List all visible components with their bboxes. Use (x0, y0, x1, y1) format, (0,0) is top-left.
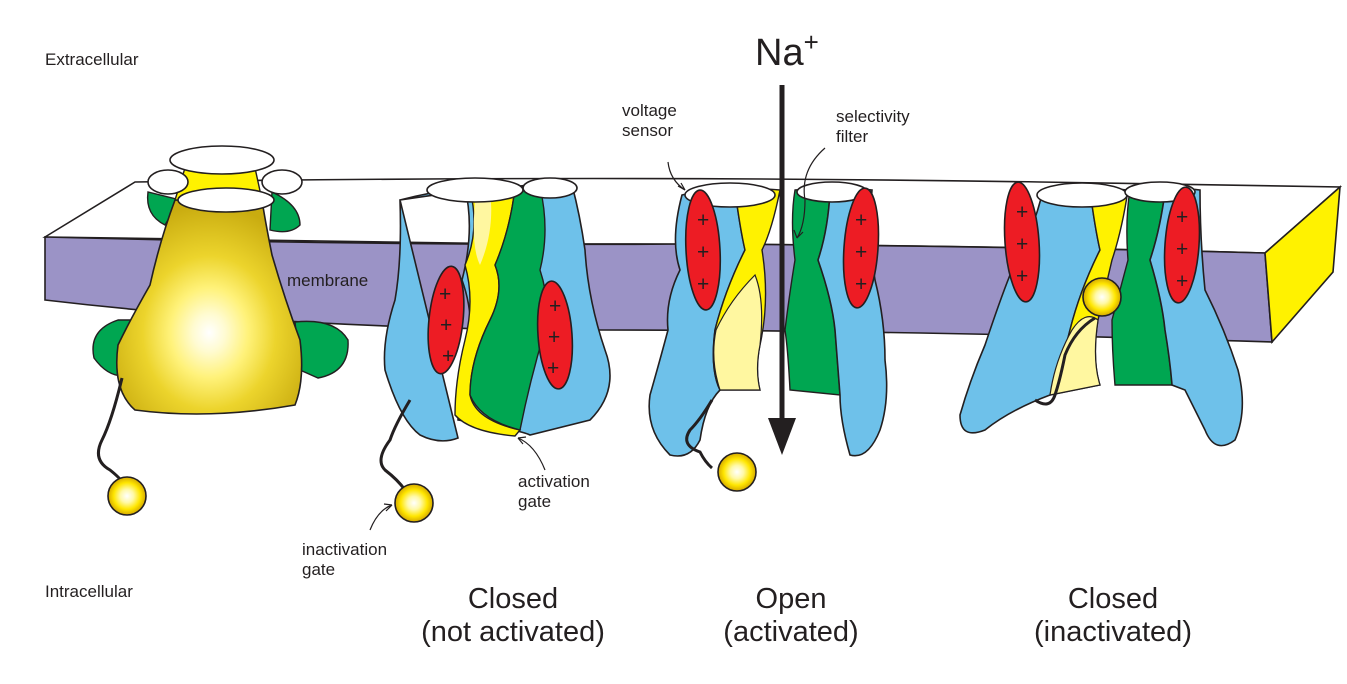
callout-line: selectivity (836, 107, 910, 126)
callout-line: inactivation (302, 540, 388, 559)
charge-plus: + (1016, 265, 1029, 288)
activation-gate-callout: activation gate (518, 472, 590, 511)
charge-plus: + (549, 295, 562, 318)
callout-line: voltage (622, 101, 677, 120)
pointer-selectivity-filter (796, 147, 826, 239)
yellow-subunit-light (473, 190, 492, 265)
charge-plus: + (547, 357, 560, 380)
sodium-flow-arrow (768, 85, 796, 455)
callout-line: gate (302, 559, 336, 579)
inactivation-tether (96, 377, 124, 483)
green-subunit (469, 185, 548, 431)
callout-line: sensor (622, 120, 674, 140)
selectivity-filter-callout: selectivity filter (836, 107, 910, 146)
voltage-sensor-c3-left (684, 189, 722, 311)
charge-plus: + (1016, 201, 1029, 224)
inactivation-ball (107, 476, 147, 516)
cap (426, 177, 524, 203)
voltage-sensors (427, 181, 1201, 390)
pointer-activation-gate (517, 437, 546, 471)
inactivation-gate-callout: inactivation gate (302, 540, 387, 579)
extracellular-label: Extracellular (45, 50, 139, 69)
charge-plus: + (1016, 233, 1029, 256)
state-subtitle: (not activated) (421, 616, 605, 649)
callout-line: activation (518, 472, 590, 491)
inactivation-ball (394, 483, 434, 523)
voltage-sensor-c2-right (536, 280, 574, 390)
state-subtitle: (activated) (723, 616, 859, 649)
charge-plus: + (548, 326, 561, 349)
membrane-label: membrane (287, 271, 369, 290)
charge-plus: + (697, 273, 710, 296)
charge-plus: + (439, 283, 452, 306)
voltage-sensor-callout: voltage sensor (622, 101, 677, 140)
cap-back (169, 145, 275, 175)
cap-front (177, 187, 275, 213)
cap-right (261, 169, 303, 195)
intracellular-label: Intracellular (45, 582, 133, 601)
charge-plus: + (442, 345, 455, 368)
tether (379, 399, 412, 491)
channel-overview (92, 145, 349, 516)
state-subtitle: (inactivated) (1034, 616, 1192, 649)
inactivation-ball-plugging-pore (1082, 277, 1122, 317)
charge-plus: + (697, 241, 710, 264)
cap-right (522, 177, 578, 199)
voltage-sensor-c4-right (1163, 186, 1201, 304)
tether (1034, 316, 1096, 406)
charge-plus: + (440, 314, 453, 337)
charge-plus: + (1176, 238, 1189, 261)
yellow-subunit-light (1049, 316, 1101, 396)
callout-line: filter (836, 126, 869, 146)
green-subunit-top-right (269, 190, 301, 233)
sodium-ion-label: Na+ (755, 27, 819, 76)
charge-plus: + (855, 209, 868, 232)
state-title: Closed (467, 583, 559, 615)
tether (685, 399, 714, 470)
state-title: Open (755, 583, 827, 615)
green-subunit-top-left (146, 191, 182, 226)
state-title: Closed (1067, 583, 1159, 615)
callout-line: gate (518, 491, 552, 511)
callout-pointers (369, 147, 826, 531)
voltage-sensor-c3-right (842, 187, 880, 309)
channel-body (115, 199, 303, 415)
cap-left (1036, 182, 1128, 208)
voltage-sensor-c4-left (1003, 181, 1041, 303)
charge-plus: + (1176, 206, 1189, 229)
charge-plus: + (697, 209, 710, 232)
ion-symbol: Na (755, 32, 804, 74)
membrane-end-face (1264, 185, 1341, 344)
state-caption-closed-inactivated: Closed (inactivated) (1018, 583, 1208, 650)
state-caption-closed-not-activated: Closed (not activated) (408, 583, 618, 650)
state-caption-open: Open (activated) (711, 583, 871, 650)
cap-left (147, 169, 189, 195)
pointer-inactivation-gate (369, 504, 393, 531)
charge-plus: + (855, 273, 868, 296)
yellow-subunit-light (713, 273, 763, 391)
green-subunit-right (294, 320, 349, 379)
inactivation-ball (717, 452, 757, 492)
charge-plus: + (1176, 270, 1189, 293)
ion-charge: + (803, 27, 819, 57)
voltage-sensor-c2-left (427, 265, 465, 375)
charge-plus: + (855, 241, 868, 264)
